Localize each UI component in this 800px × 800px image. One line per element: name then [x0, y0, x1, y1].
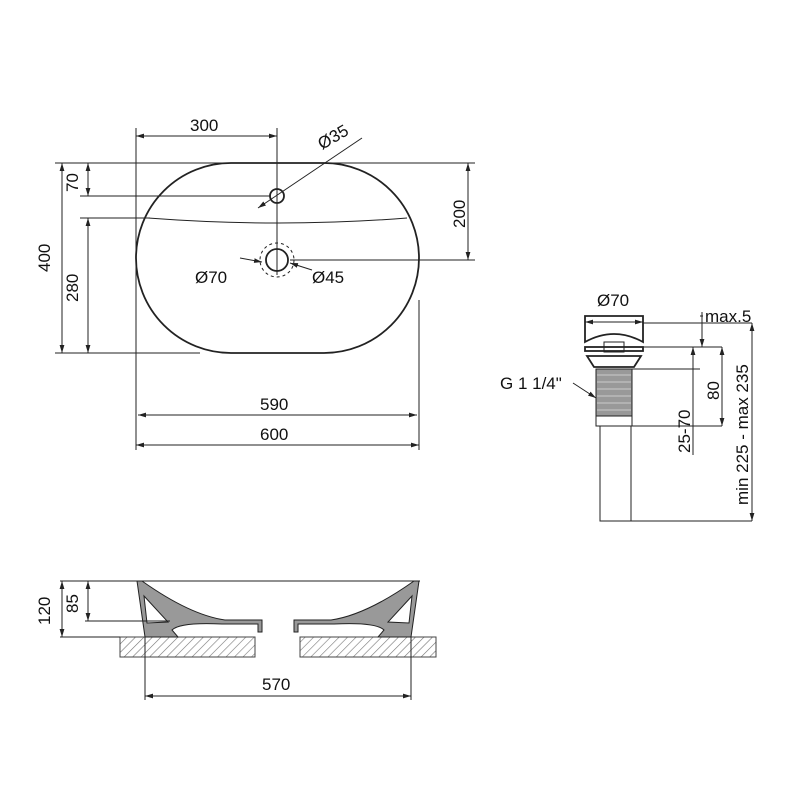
- side-dim-85: 85: [63, 594, 82, 613]
- dim-o70: Ø70: [195, 268, 227, 287]
- dim-590: 590: [260, 395, 288, 414]
- thread-label: G 1 1/4": [500, 374, 562, 393]
- drain-dim-total: min 225 - max 235: [733, 364, 752, 505]
- basin-profile-right: [293, 580, 420, 638]
- dim-600: 600: [260, 425, 288, 444]
- countertop-left: [119, 636, 256, 658]
- drain-dim-o70: Ø70: [597, 291, 629, 310]
- drain-dim-25-70: 25-70: [675, 410, 694, 453]
- drain-cap: [584, 315, 644, 344]
- top-view: 300 Ø35 400 70 280 200 Ø70 Ø45 590 600: [35, 116, 475, 450]
- dim-300: 300: [190, 116, 218, 135]
- drain-dim-80: 80: [704, 381, 723, 400]
- dim-280: 280: [63, 274, 82, 302]
- basin-profile-left: [136, 580, 263, 638]
- basin-inner-edge: [147, 217, 408, 224]
- drain-view: Ø70 max.5 25-70 80 min 225 - max 235 G 1…: [500, 291, 755, 522]
- dim-70: 70: [63, 173, 82, 192]
- dim-o45: Ø45: [312, 268, 344, 287]
- drain-thread: [595, 368, 633, 417]
- dim-200: 200: [450, 200, 469, 228]
- side-dim-120: 120: [35, 597, 54, 625]
- side-dim-570: 570: [262, 675, 290, 694]
- drain-dim-max5: max.5: [705, 307, 751, 326]
- dim-400: 400: [35, 244, 54, 272]
- drain-pipe: [599, 425, 632, 522]
- countertop-right: [299, 636, 437, 658]
- side-view: 120 85 570: [35, 580, 437, 700]
